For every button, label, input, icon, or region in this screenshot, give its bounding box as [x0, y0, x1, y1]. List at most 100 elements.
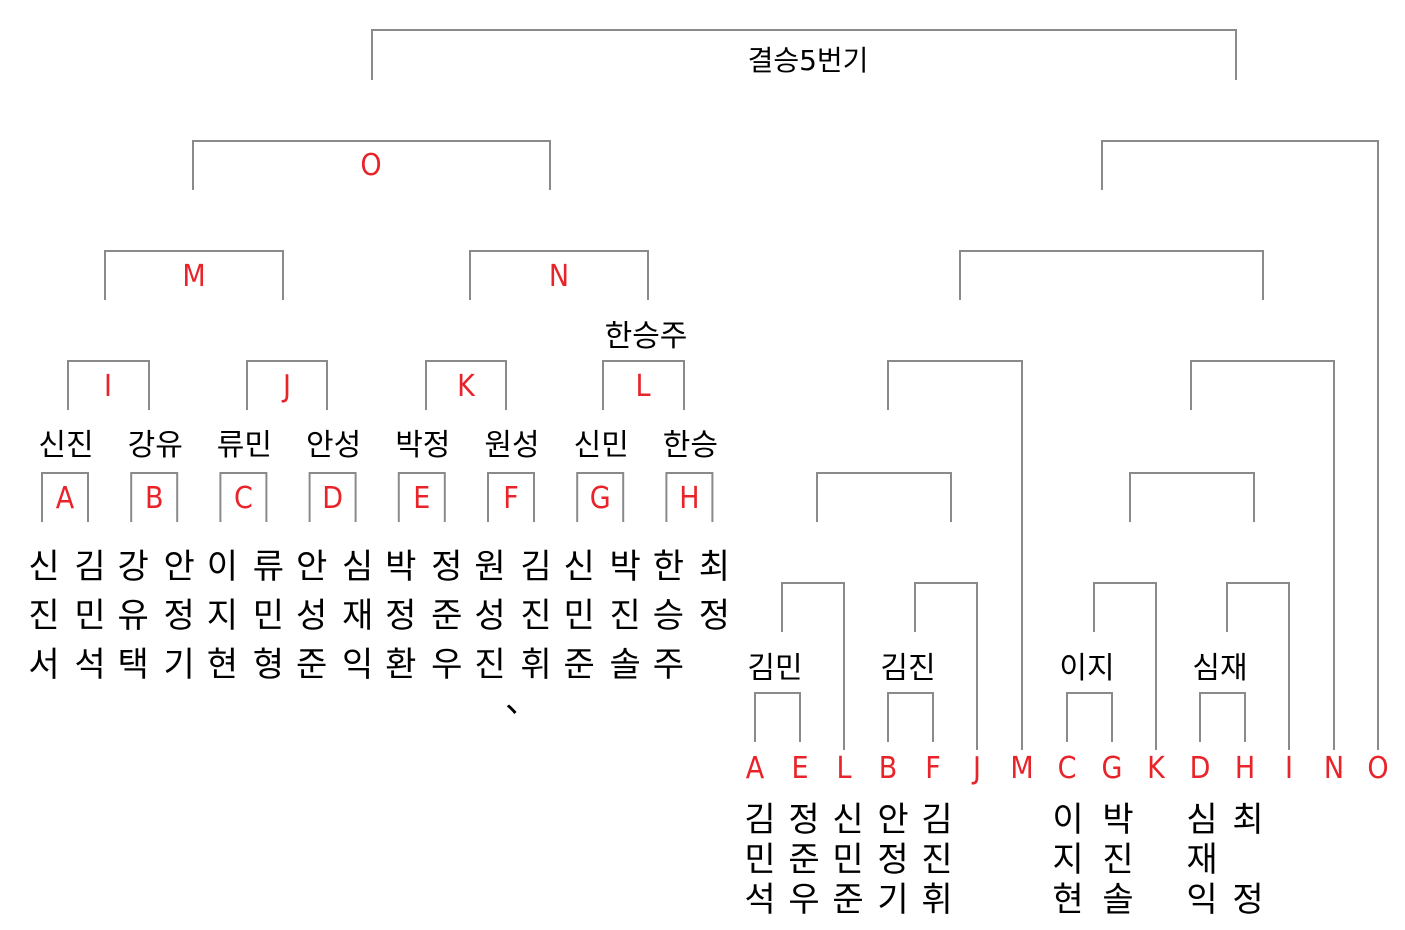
player-name-char: 재: [342, 596, 373, 636]
player-name-char: 준: [431, 596, 462, 636]
round-of-16-winner-c: 류민: [217, 428, 272, 463]
right-name-char: 휘: [921, 880, 952, 920]
bracket-line-h: [665, 472, 714, 522]
player-name-char: 안: [164, 547, 195, 587]
right-line-cg: [1066, 692, 1113, 742]
player-name-char: 형: [253, 645, 284, 685]
player-name-char: 박: [385, 547, 416, 587]
player-name-char: 우: [431, 645, 462, 685]
bracket-line-b: [130, 472, 179, 522]
round-of-16-winner-b: 강유: [128, 428, 183, 463]
right-slot-j: J: [971, 751, 981, 786]
bracket-line-i: [67, 360, 150, 410]
right-slot-c: C: [1058, 751, 1077, 786]
match-code-i: I: [104, 369, 112, 404]
right-slot-n: N: [1324, 751, 1344, 786]
bracket-line-c: [219, 472, 268, 522]
player-name-char: 성: [296, 596, 327, 636]
player-name-char: 진: [610, 596, 641, 636]
right-name-char: 준: [832, 880, 863, 920]
right-name-char: 재: [1186, 840, 1217, 880]
player-name-char: 이: [207, 547, 238, 587]
final-bracket-line: [371, 29, 1237, 80]
right-line-l: [781, 582, 845, 750]
right-name-char: 석: [744, 880, 775, 920]
player-name-char: 환: [385, 645, 416, 685]
right-name-char: 김: [744, 800, 775, 840]
player-name-char: 류: [253, 547, 284, 587]
player-name-char: 휘: [520, 645, 551, 685]
right-slot-d: D: [1190, 751, 1211, 786]
player-name-char: 성: [474, 596, 505, 636]
round-of-16-winner-e: 박정: [395, 428, 450, 463]
right-name-char: 우: [788, 880, 819, 920]
right-slot-b: B: [879, 751, 898, 786]
round-of-16-layer: A신진신진서김민석B강유강유택안정기C류민이지현류민형D안성안성준심재익E박정박…: [28, 428, 730, 685]
right-name-char: 이: [1052, 800, 1083, 840]
final-title: 결승5번기: [748, 44, 869, 77]
right-slot-e: E: [791, 751, 808, 786]
match-code-j: J: [281, 369, 291, 404]
player-name-char: 신: [28, 547, 59, 587]
bracket-line-d: [308, 472, 357, 522]
right-winner-cg: 이지: [1059, 651, 1114, 686]
bracket-line-a: [41, 472, 89, 522]
right-line-k: [1093, 582, 1157, 750]
player-name-char: 박: [610, 547, 641, 587]
player-name-char: 민: [253, 596, 284, 636]
right-name-char: 김: [921, 800, 952, 840]
player-name-char: 진: [520, 596, 551, 636]
player-name-char: 김: [520, 547, 551, 587]
stray-mark: 、: [505, 681, 539, 721]
bracket-line-l: [602, 360, 685, 410]
round-of-16-winner-a: 신진: [38, 428, 93, 463]
match-code-m: M: [182, 259, 205, 294]
player-name-char: 익: [342, 645, 373, 685]
right-line-dh: [1199, 692, 1246, 742]
player-name-char: 김: [74, 547, 105, 587]
round-of-16-winner-g: 신민: [574, 428, 629, 463]
match-code-a: A: [56, 481, 75, 516]
right-line-i: [1190, 360, 1335, 750]
player-name-char: 신: [564, 547, 595, 587]
player-name-char: 석: [74, 645, 105, 685]
right-slot-a: A: [746, 751, 765, 786]
player-name-char: 정: [385, 596, 416, 636]
right-name-char: 박: [1102, 800, 1133, 840]
bracket-line-f: [487, 472, 535, 522]
bracket-line-g: [576, 472, 625, 522]
match-code-g: G: [590, 481, 611, 516]
match-code-b: B: [145, 481, 164, 516]
player-name-char: 준: [564, 645, 595, 685]
player-name-char: 민: [564, 596, 595, 636]
player-name-char: 준: [296, 645, 327, 685]
right-slot-k: K: [1147, 751, 1166, 786]
right-winner-ae: 김민: [747, 651, 802, 686]
right-slot-g: G: [1102, 751, 1123, 786]
round-of-16-winner-h: 한승: [663, 428, 718, 463]
player-name-char: 기: [164, 645, 195, 685]
player-name-char: 유: [118, 596, 149, 636]
right-line-j: [914, 582, 978, 750]
right-name-char: 현: [1052, 880, 1083, 920]
right-slot-l: L: [836, 751, 851, 786]
right-name-char: 최: [1232, 800, 1263, 840]
right-line-gh: [1129, 472, 1255, 522]
right-slot-i: I: [1285, 751, 1293, 786]
right-winner-bf: 김진: [880, 651, 935, 686]
right-line-bf: [887, 692, 934, 742]
bracket-line-e: [397, 472, 446, 522]
round-of-16-winner-f: 원성: [484, 428, 539, 463]
right-line-ae: [754, 692, 801, 742]
right-name-char: 정: [1232, 880, 1263, 920]
player-name-char: 한: [653, 547, 684, 587]
right-name-char: 신: [832, 800, 863, 840]
right-line-m: [887, 360, 1023, 750]
right-name-char: 민: [744, 840, 775, 880]
right-name-char: 지: [1052, 840, 1083, 880]
match-code-c: C: [234, 481, 253, 516]
right-name-char: 민: [832, 840, 863, 880]
right-line-o: [1101, 140, 1379, 750]
